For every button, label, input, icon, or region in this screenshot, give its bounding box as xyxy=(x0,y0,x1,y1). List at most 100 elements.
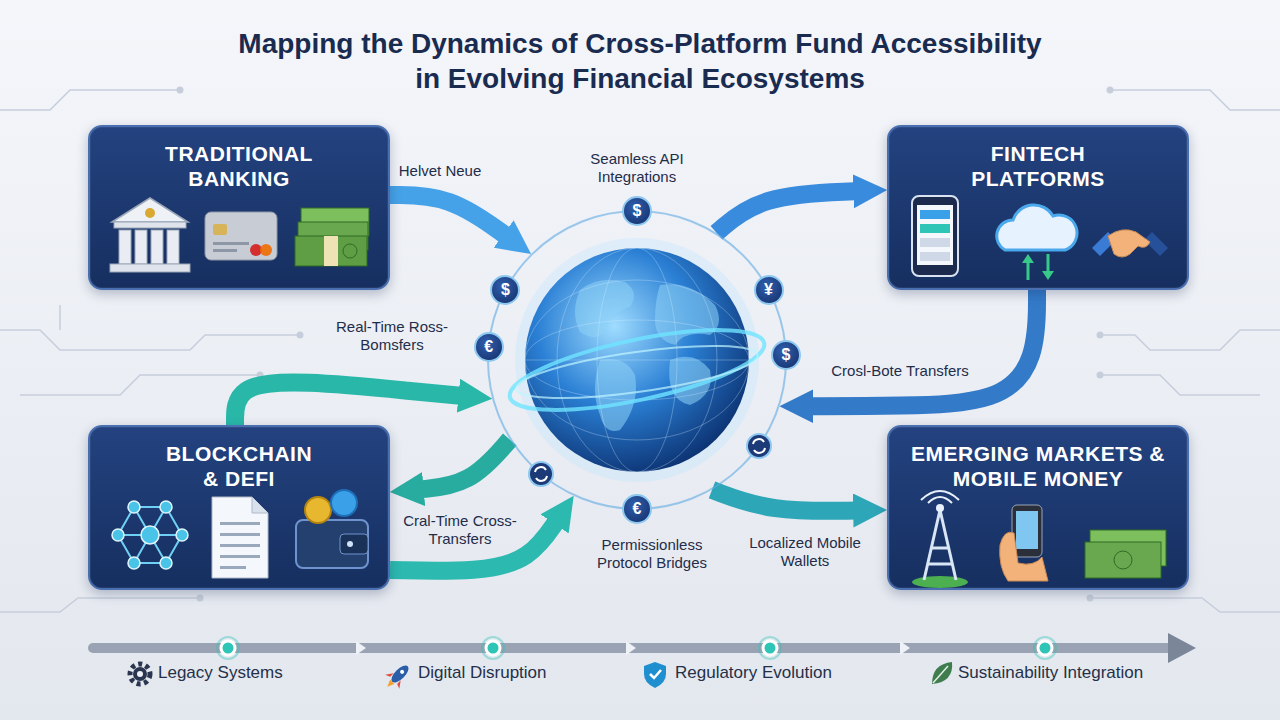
card-icon xyxy=(213,249,237,252)
globe xyxy=(515,238,759,482)
cash-icon xyxy=(295,236,367,266)
cash-icon xyxy=(295,208,369,266)
shield-icon xyxy=(644,662,666,688)
network-icon xyxy=(160,557,172,569)
circuit-dots xyxy=(297,332,304,339)
circuit-lines xyxy=(0,90,180,110)
network-icon xyxy=(128,557,140,569)
shield-icon xyxy=(644,662,666,688)
globe-swirl xyxy=(504,314,771,427)
flow-arrow xyxy=(235,382,465,425)
exchange-coin xyxy=(529,462,553,486)
timeline-label: Sustainability Integration xyxy=(958,663,1143,683)
timeline-bar xyxy=(626,641,636,655)
card-icon xyxy=(260,244,272,256)
currency-symbol: € xyxy=(622,494,652,524)
diagram-title: Mapping the Dynamics of Cross-Platform F… xyxy=(230,26,1050,96)
tower-icon xyxy=(912,576,968,588)
gear-icon xyxy=(133,667,147,681)
globe-swirl xyxy=(513,335,760,409)
circuit-dots xyxy=(1097,332,1104,339)
cloud-icon xyxy=(1022,254,1034,263)
wallet-icon xyxy=(347,541,353,547)
gear-icon xyxy=(137,671,143,677)
tower-icon xyxy=(912,491,968,588)
timeline-dot xyxy=(759,637,781,659)
flow-arrow xyxy=(417,439,510,489)
timeline-dot xyxy=(763,641,777,655)
circuit-lines xyxy=(20,375,260,395)
banknote-icon xyxy=(1085,542,1161,578)
bank-icon xyxy=(110,198,190,272)
flow-arrow xyxy=(807,290,1037,406)
bank-icon xyxy=(114,222,186,228)
cash-icon xyxy=(324,236,338,266)
circuit-lines xyxy=(0,330,300,350)
leaf-icon xyxy=(933,666,948,683)
leaf-icon xyxy=(932,662,952,684)
box-heading: TRADITIONAL BANKING xyxy=(134,141,344,191)
globe-continents xyxy=(575,280,634,337)
document-icon xyxy=(212,497,268,578)
timeline-label: Regulatory Evolution xyxy=(675,663,832,683)
circuit-dots xyxy=(1097,372,1104,379)
bank-icon xyxy=(135,230,147,264)
currency-symbol: $ xyxy=(490,275,520,305)
bank-icon xyxy=(167,230,179,264)
circuit-lines xyxy=(59,305,61,330)
gear-icon xyxy=(130,664,150,684)
cash-icon xyxy=(343,244,357,258)
flow-arrow xyxy=(390,195,509,238)
document-icon xyxy=(220,566,246,569)
rocket-icon xyxy=(399,669,405,675)
timeline-bar xyxy=(1168,633,1196,663)
currency-symbol: € xyxy=(474,332,504,362)
tower-icon xyxy=(928,497,952,503)
rocket-icon xyxy=(385,680,394,689)
banknote-icon xyxy=(1114,551,1132,569)
timeline-bar xyxy=(88,633,1196,663)
card-icon xyxy=(205,212,277,260)
document-icon xyxy=(220,544,260,547)
flow-arrow xyxy=(716,191,860,233)
box-heading: BLOCKCHAIN & DEFI xyxy=(159,441,319,491)
network-icon xyxy=(141,526,159,544)
rocket-icon xyxy=(396,680,404,688)
timeline-label: Digital Disruption xyxy=(418,663,547,683)
phone-icon xyxy=(917,205,953,265)
bank-icon xyxy=(110,264,190,272)
tower-icon xyxy=(928,563,952,566)
mobile-phone-icon xyxy=(1000,532,1048,581)
timeline-dot xyxy=(1034,637,1056,659)
bank-icon xyxy=(151,230,163,264)
flow-label: Helvet Neue xyxy=(380,162,500,180)
circuit-lines xyxy=(1100,375,1260,395)
flow-label: Cral-Time Cross- Transfers xyxy=(395,512,525,548)
timeline-label: Legacy Systems xyxy=(158,663,283,683)
box-heading: FINTECH PLATFORMS xyxy=(933,141,1143,191)
network-icon xyxy=(176,529,188,541)
timeline-dot xyxy=(482,637,504,659)
tower-icon xyxy=(924,510,956,580)
exchange-coin xyxy=(747,434,771,458)
document-icon xyxy=(252,497,268,513)
circuit-dots xyxy=(1087,595,1094,602)
document-icon xyxy=(220,555,260,558)
exchange-coin xyxy=(529,434,771,486)
document-icon xyxy=(212,497,268,578)
currency-symbol: $ xyxy=(771,340,801,370)
card-icon xyxy=(205,212,277,260)
flow-label: Permissionless Protocol Bridges xyxy=(587,536,717,572)
wallet-icon xyxy=(331,490,357,516)
phone-icon xyxy=(920,224,950,233)
bank-icon xyxy=(119,230,131,264)
network-icon xyxy=(112,501,188,569)
timeline-bar xyxy=(900,641,910,655)
network-icon xyxy=(128,501,140,513)
wallet-icon xyxy=(340,534,368,554)
circuit-dots xyxy=(177,87,184,94)
circuit-dots xyxy=(197,595,204,602)
mobile-phone-icon xyxy=(1016,511,1038,549)
